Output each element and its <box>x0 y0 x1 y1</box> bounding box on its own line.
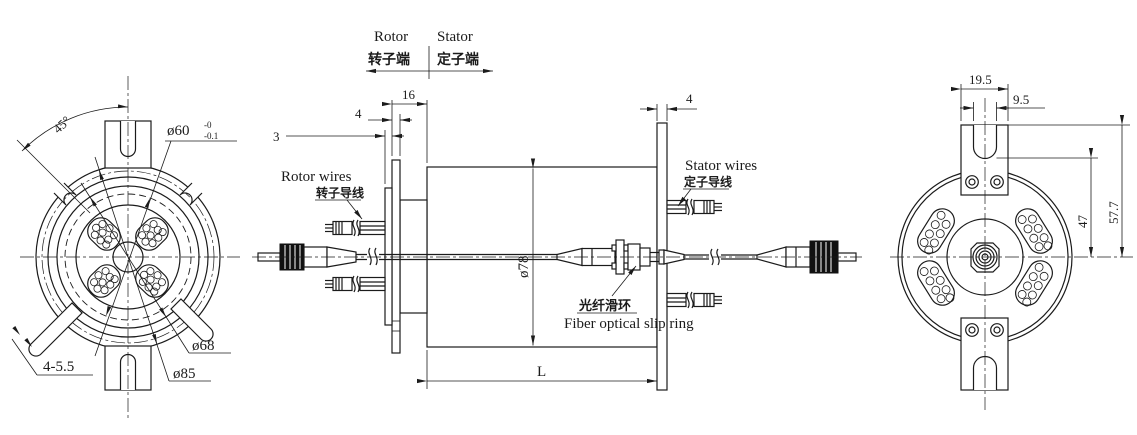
stator-wires-label-cn: 定子导线 <box>684 174 732 189</box>
rotor-side-label-cn: 转子端 <box>368 51 410 68</box>
mount-slot-upper-right <box>179 182 203 206</box>
rotor-wires-label: Rotor wires <box>281 169 352 185</box>
slip-ring-label-cn: 光纤滑环 <box>578 298 631 314</box>
mount-slot-lower-left <box>28 302 83 357</box>
slip-ring-label-en: Fiber optical slip ring <box>564 316 694 332</box>
dim-19-5: 19.5 <box>969 72 992 87</box>
rotor-hub <box>399 199 428 314</box>
dim-4-right: 4 <box>686 91 693 106</box>
rotor-wires-label-cn: 转子导线 <box>316 185 364 200</box>
dim-L: L <box>537 364 546 380</box>
dim-16: 16 <box>402 87 416 102</box>
dim-4-left: 4 <box>355 106 362 121</box>
dim-57-7: 57.7 <box>1106 201 1121 224</box>
slot-count-dim: 4-5.5 <box>43 359 74 375</box>
dim-9-5: 9.5 <box>1013 92 1029 107</box>
stator-wires-label: Stator wires <box>685 158 757 174</box>
dim-47: 47 <box>1075 215 1090 229</box>
d60-tol-lower: -0.1 <box>204 131 218 141</box>
d60-label: ø60 <box>167 123 190 139</box>
angle-dim: 45° <box>50 113 74 136</box>
rotor-flange <box>391 159 401 354</box>
rotor-wires <box>325 219 386 293</box>
cable-boot-left <box>326 246 357 268</box>
rotor-side-label: Rotor <box>374 29 408 45</box>
d85-label: ø85 <box>173 366 196 382</box>
mount-slot-lower-right <box>170 298 214 342</box>
d60-tol-upper: -0 <box>204 120 212 130</box>
stator-side-label-cn: 定子端 <box>437 51 479 68</box>
side-view: Rotor Stator 转子端 定子端 <box>252 29 862 391</box>
mount-slot-upper-left <box>53 182 77 206</box>
stator-end-view: 19.5 9.5 57.7 47 <box>890 72 1133 410</box>
rotor-end-view: 45° 4-5.5 ø60 -0 -0.1 ø68 ø85 <box>11 76 240 418</box>
dim-3: 3 <box>273 129 280 144</box>
d68-label: ø68 <box>192 338 215 354</box>
dim-d78: ø78 <box>516 256 532 279</box>
stator-side-label: Stator <box>437 29 473 45</box>
stator-tab-top <box>960 124 1009 196</box>
stator-tab-bottom <box>960 317 1009 391</box>
rotor-boss <box>384 187 393 326</box>
